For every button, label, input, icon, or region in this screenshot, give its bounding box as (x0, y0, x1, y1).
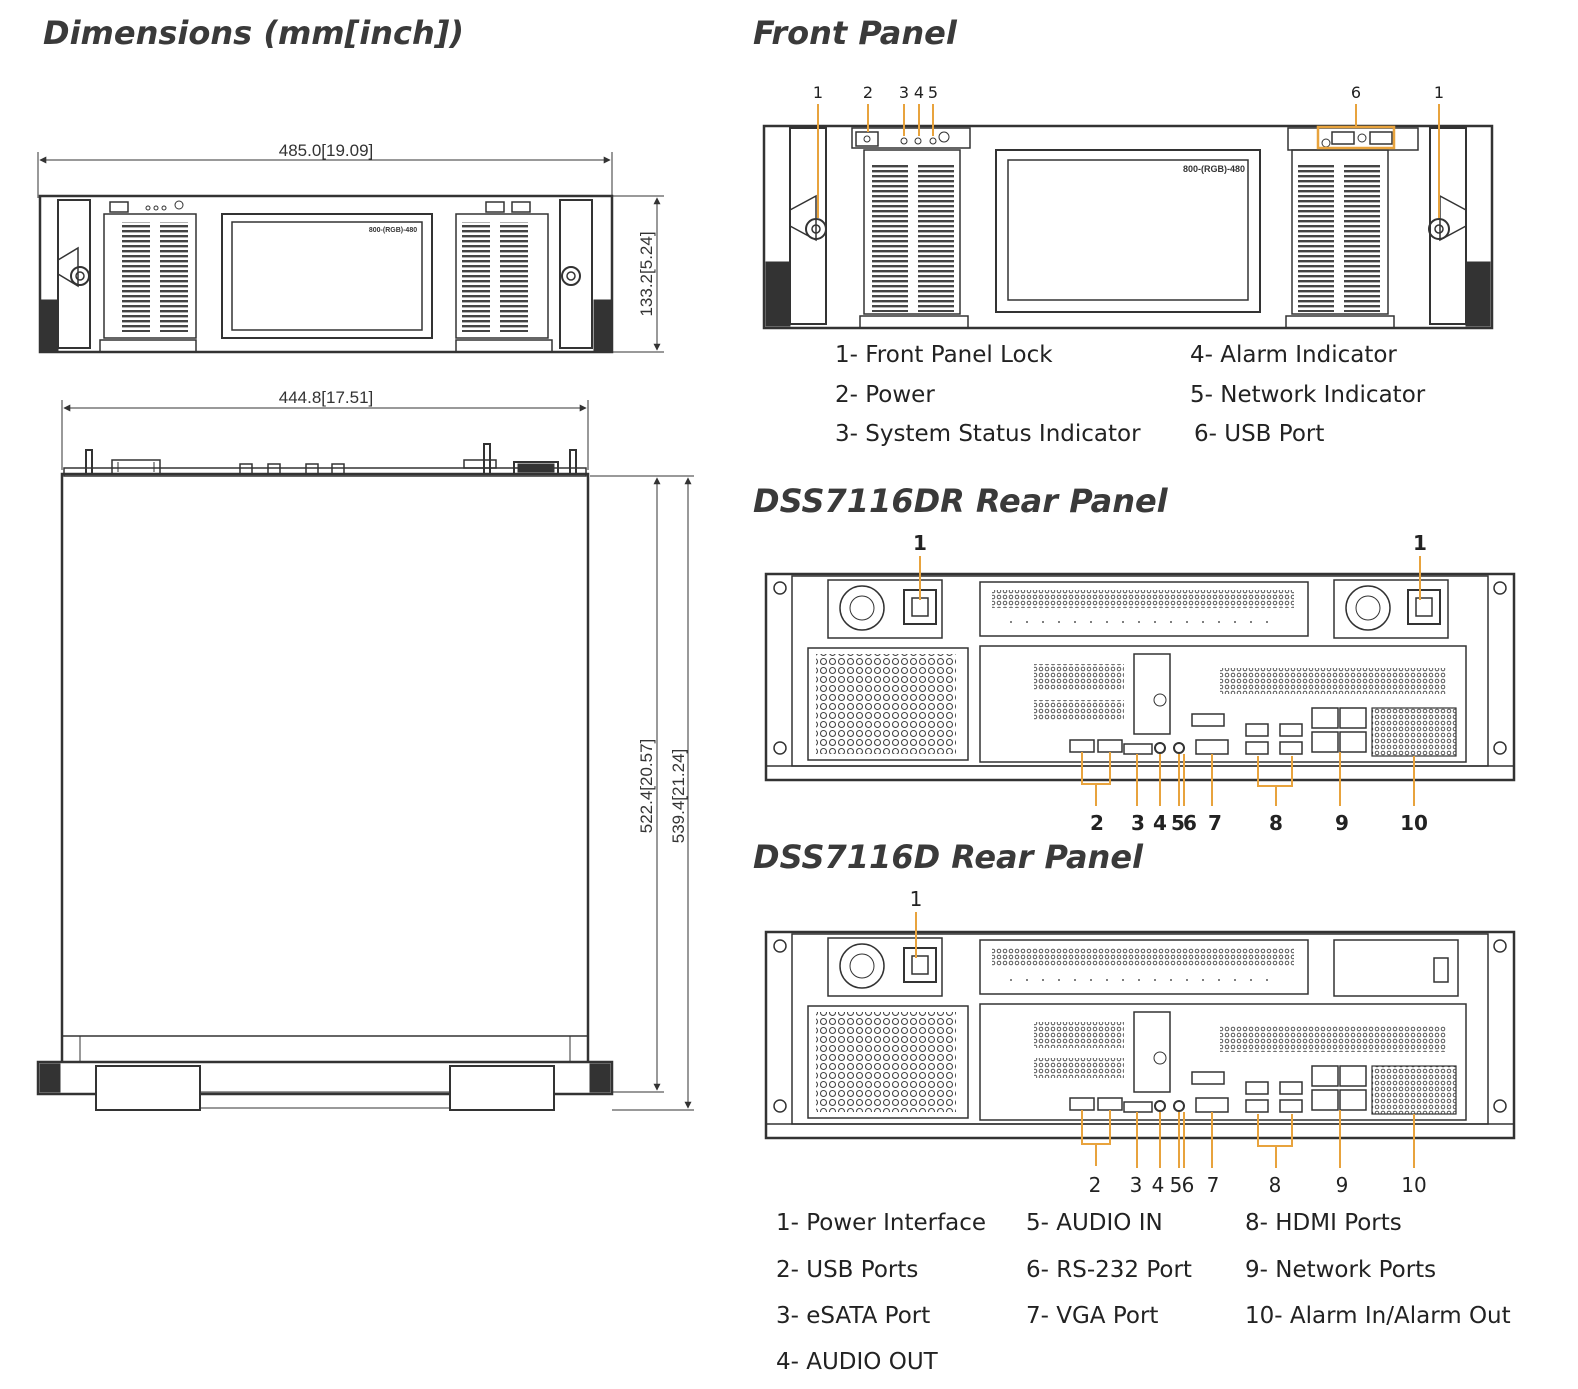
height-front-label: 133.2[5.24] (637, 231, 656, 316)
top-view-dimension-drawing (36, 400, 694, 1111)
rear-legend-7: 7- VGA Port (1026, 1303, 1159, 1329)
width-top-label: 444.8[17.51] (279, 388, 374, 407)
rear-legend-10: 10- Alarm In/Alarm Out (1245, 1303, 1511, 1329)
front-callout-4: 4 (914, 83, 924, 102)
rear-dr-callout-2: 2 (1090, 811, 1104, 835)
rear-dr-callout-lines (919, 556, 1421, 806)
rear-d-callout-10: 10 (1401, 1173, 1426, 1197)
front-callout-5: 5 (928, 83, 938, 102)
rear-dr-callout-5: 5 (1171, 811, 1185, 835)
front-panel-callout-lines (817, 104, 1440, 218)
rear-d-callout-9: 9 (1336, 1173, 1349, 1197)
rear-legend-1: 1- Power Interface (776, 1210, 987, 1236)
rear-dr-callout-1-left: 1 (913, 531, 927, 555)
rear-dr-callout-3: 3 (1131, 811, 1145, 835)
rear-legend-6: 6- RS-232 Port (1026, 1257, 1192, 1283)
rear-dr-drawing (764, 572, 1516, 782)
front-view-screen-label: 800-(RGB)-480 (369, 227, 417, 234)
front-view-dimension-drawing (37, 152, 664, 354)
rear-d-callout-lines (915, 912, 1415, 1168)
rear-d-drawing (764, 930, 1516, 1140)
rear-d-callout-5: 5 (1170, 1173, 1183, 1197)
front-callout-6: 6 (1351, 83, 1361, 102)
front-callout-3: 3 (899, 83, 909, 102)
rear-d-callout-4: 4 (1152, 1173, 1165, 1197)
rear-d-callout-1: 1 (910, 887, 923, 911)
rear-dr-heading: DSS7116DR Rear Panel (753, 482, 1168, 520)
width-front-label: 485.0[19.09] (279, 141, 374, 160)
dimensions-heading: Dimensions (mm[inch]) (43, 14, 465, 52)
front-panel-drawing (762, 124, 1494, 330)
rear-dr-callout-10: 10 (1400, 811, 1428, 835)
front-panel-screen-label: 800-(RGB)-480 (1183, 164, 1245, 174)
front-legend-2: 2- Power (835, 382, 935, 408)
front-legend-4: 4- Alarm Indicator (1190, 342, 1397, 368)
rear-d-callout-3: 3 (1130, 1173, 1143, 1197)
front-legend-6: 6- USB Port (1194, 421, 1325, 447)
rear-dr-callout-4: 4 (1153, 811, 1167, 835)
depth-inner-label: 522.4[20.57] (637, 739, 656, 834)
rear-d-callout-7: 7 (1207, 1173, 1220, 1197)
rear-legend-2: 2- USB Ports (776, 1257, 919, 1283)
rear-d-callout-6: 6 (1182, 1173, 1195, 1197)
rear-d-heading: DSS7116D Rear Panel (753, 838, 1143, 876)
rear-dr-callout-7: 7 (1208, 811, 1222, 835)
rear-legend-4: 4- AUDIO OUT (776, 1349, 938, 1375)
front-panel-heading: Front Panel (753, 14, 957, 52)
front-callout-1: 1 (813, 83, 823, 102)
rear-d-callout-8: 8 (1269, 1173, 1282, 1197)
rear-dr-callout-6: 6 (1183, 811, 1197, 835)
rear-dr-callout-1-right: 1 (1413, 531, 1427, 555)
rear-legend-8: 8- HDMI Ports (1245, 1210, 1402, 1236)
rear-dr-callout-9: 9 (1335, 811, 1349, 835)
depth-outer-label: 539.4[21.24] (669, 749, 688, 844)
front-callout-1-right: 1 (1434, 83, 1444, 102)
rear-d-callout-2: 2 (1089, 1173, 1102, 1197)
rear-legend-3: 3- eSATA Port (776, 1303, 931, 1329)
front-legend-5: 5- Network Indicator (1190, 382, 1426, 408)
rear-legend-5: 5- AUDIO IN (1026, 1210, 1163, 1236)
front-legend-1: 1- Front Panel Lock (835, 342, 1053, 368)
rear-dr-callout-8: 8 (1269, 811, 1283, 835)
front-legend-3: 3- System Status Indicator (835, 421, 1141, 447)
rear-legend-9: 9- Network Ports (1245, 1257, 1437, 1283)
front-callout-2: 2 (863, 83, 873, 102)
